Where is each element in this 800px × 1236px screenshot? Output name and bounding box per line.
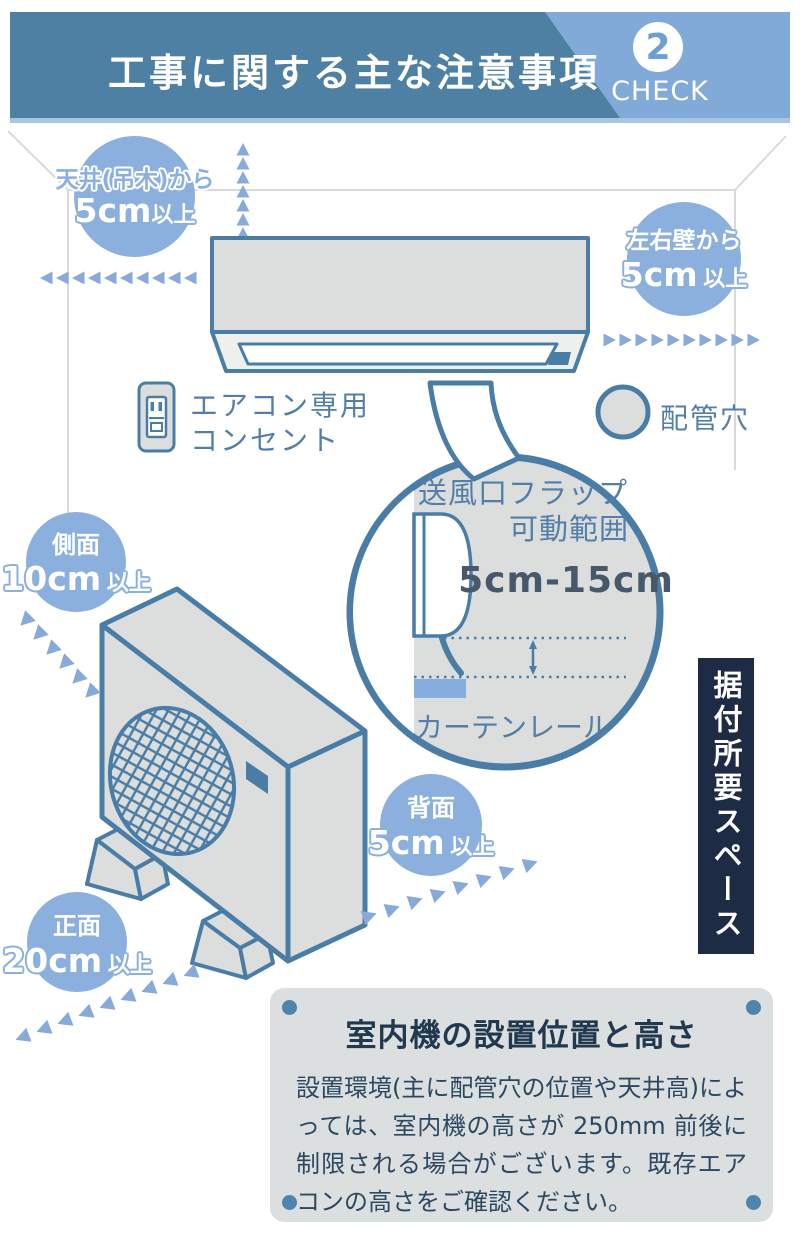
header-banner: 工事に関する主な注意事項 2 CHECK bbox=[10, 12, 790, 118]
ceiling-arrows bbox=[236, 143, 250, 240]
outlet-icon bbox=[137, 381, 176, 453]
curtain-rail-label: カーテンレール bbox=[414, 711, 612, 744]
check-number-badge: 2 bbox=[633, 22, 683, 72]
outdoor-unit bbox=[85, 586, 368, 980]
flap-title-line1: 送風口フラップ bbox=[417, 476, 629, 510]
notice-title: 室内機の設置位置と高さ bbox=[345, 1018, 698, 1054]
ceiling-clearance-circle bbox=[74, 136, 195, 257]
indoor-unit bbox=[210, 236, 590, 373]
side-wall-clearance-circle bbox=[627, 202, 741, 316]
check-number: 2 bbox=[645, 26, 671, 68]
front-clearance-value: 20cm 以上 bbox=[2, 941, 152, 980]
flap-range-value: 5cm-15cm bbox=[458, 560, 674, 601]
outlet-label-line2: コンセント bbox=[190, 424, 341, 457]
left-wall-arrows bbox=[40, 271, 197, 285]
check-label: CHECK bbox=[611, 76, 709, 107]
side-wall-clearance-text: 左右壁から bbox=[626, 228, 742, 254]
corner-dot bbox=[282, 1195, 297, 1210]
side-clearance-circle bbox=[26, 512, 126, 612]
front-clearance-circle bbox=[27, 892, 127, 992]
pipe-hole-icon bbox=[595, 384, 651, 440]
back-clearance-value: 5cm 以上 bbox=[367, 823, 495, 862]
required-space-text: 据付所要スペース bbox=[709, 670, 743, 942]
corner-dot bbox=[746, 1195, 761, 1210]
required-space-banner: 据付所要スペース bbox=[698, 658, 754, 954]
flap-title-line2: 可動範囲 bbox=[508, 512, 630, 546]
side-wall-clearance-value: 5cm 以上 bbox=[620, 255, 748, 294]
ceiling-clearance-value: 5cm以上 bbox=[74, 191, 196, 230]
ceiling-clearance-text: 天井(吊木)から bbox=[55, 167, 215, 193]
front-clearance-face: 正面 bbox=[53, 912, 101, 940]
side-clearance-arrows bbox=[15, 610, 101, 703]
corner-dot bbox=[746, 1000, 761, 1015]
notice-body: 設置環境(主に配管穴の位置や天井高)によっては、室内機の高さが 250mm 前後… bbox=[296, 1074, 747, 1216]
right-wall-arrows bbox=[603, 333, 760, 347]
outlet-label-line1: エアコン専用 bbox=[190, 389, 371, 422]
back-clearance-circle bbox=[380, 774, 482, 876]
corner-dot bbox=[282, 1000, 297, 1015]
curtain-rail-shape bbox=[414, 679, 466, 698]
side-clearance-face: 側面 bbox=[52, 531, 100, 559]
header-underline bbox=[10, 118, 790, 123]
pipe-hole-label: 配管穴 bbox=[660, 402, 751, 435]
back-clearance-face: 背面 bbox=[407, 794, 455, 822]
notice-box: 室内機の設置位置と高さ 設置環境(主に配管穴の位置や天井高)によっては、室内機の… bbox=[270, 988, 773, 1222]
magnifier-pointer bbox=[427, 380, 522, 482]
page-title: 工事に関する主な注意事項 bbox=[108, 51, 601, 95]
side-clearance-value: 10cm 以上 bbox=[1, 559, 151, 598]
